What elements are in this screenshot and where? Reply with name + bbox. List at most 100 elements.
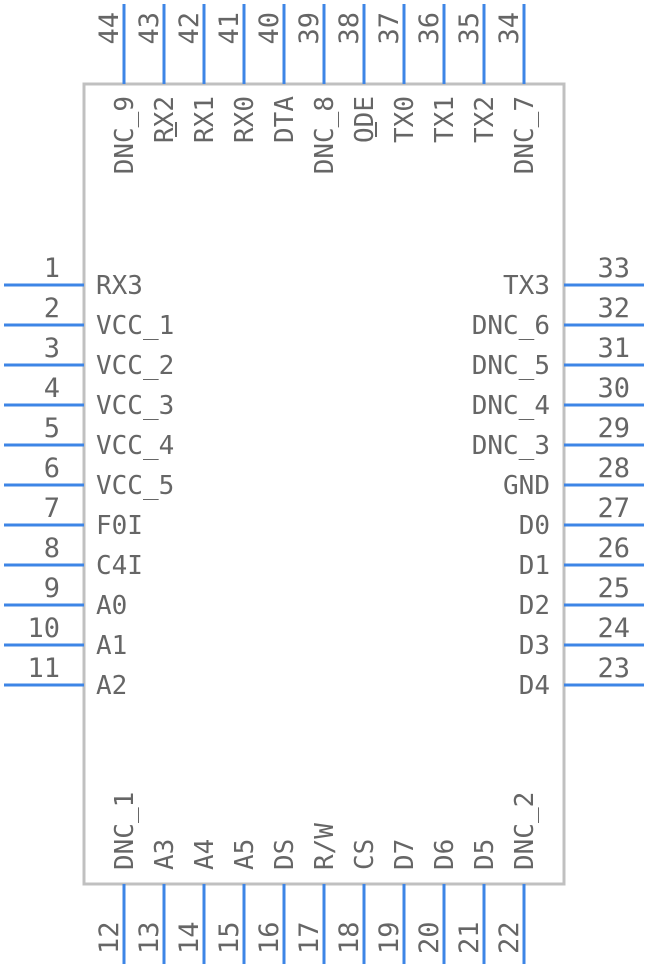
- pin-label-dnc-7: DNC_7: [510, 96, 540, 174]
- pin-number: 16: [254, 921, 285, 954]
- pin-number: 1: [44, 253, 60, 284]
- pin-number: 15: [214, 921, 245, 954]
- pins-layer: 1RX32VCC_13VCC_24VCC_35VCC_46VCC_57F0I8C…: [4, 4, 644, 964]
- pin-label-tx0: TX0: [390, 96, 420, 143]
- pin-number: 6: [44, 453, 60, 484]
- pin-number: 13: [134, 921, 165, 954]
- pin-number: 26: [597, 533, 630, 564]
- pin-label-dnc-3: DNC_3: [472, 431, 550, 461]
- pin-label-vcc-2: VCC_2: [96, 351, 174, 381]
- pin-label-d4: D4: [519, 671, 550, 701]
- pin-number: 11: [27, 653, 60, 684]
- pin-number: 23: [597, 653, 630, 684]
- pin-label-vcc-3: VCC_3: [96, 391, 174, 421]
- pin-label-a2: A2: [96, 671, 127, 701]
- pin-label-dnc-4: DNC_4: [472, 391, 550, 421]
- pin-number: 18: [334, 921, 365, 954]
- pin-number: 43: [134, 12, 165, 45]
- pin-label-dnc-8: DNC_8: [310, 96, 340, 174]
- pin-number: 5: [44, 413, 60, 444]
- pin-label-c4i: C4I: [96, 551, 143, 581]
- pin-17: 17R/W: [294, 823, 340, 964]
- pin-label-a1: A1: [96, 631, 127, 661]
- pin-number: 21: [454, 921, 485, 954]
- pin-number: 35: [454, 12, 485, 45]
- pin-15: 15 A5: [214, 839, 260, 964]
- pin-number: 39: [294, 12, 325, 45]
- pin-number: 40: [254, 12, 285, 45]
- pin-number: 3: [44, 333, 60, 364]
- pin-number: 37: [374, 12, 405, 45]
- pin-label-rx3: RX3: [96, 271, 143, 301]
- pin-number: 8: [44, 533, 60, 564]
- pin-number: 12: [94, 921, 125, 954]
- pin-label-d1: D1: [519, 551, 550, 581]
- pin-number: 24: [597, 613, 630, 644]
- pin-number: 38: [334, 12, 365, 45]
- pin-12: 12 DNC_1: [94, 792, 140, 964]
- pin-number: 31: [597, 333, 630, 364]
- pin-number: 41: [214, 12, 245, 45]
- pin-label-a5: A5: [230, 839, 260, 870]
- pin-number: 25: [597, 573, 630, 604]
- pin-label-d5: D5: [470, 839, 500, 870]
- pin-label-gnd: GND: [503, 471, 550, 501]
- pin-number: 33: [597, 253, 630, 284]
- pin-number: 10: [27, 613, 60, 644]
- pin-number: 29: [597, 413, 630, 444]
- pin-label-a4: A4: [190, 839, 220, 870]
- pin-label-rx1: RX1: [190, 96, 220, 143]
- pin-label-dta: DTA: [270, 96, 300, 143]
- pin-label-ds: DS: [270, 839, 300, 870]
- pin-label-d2: D2: [519, 591, 550, 621]
- pin-number: 4: [44, 373, 60, 404]
- pin-label-f0i: F0I: [96, 511, 143, 541]
- pin-16: 16 DS: [254, 839, 300, 964]
- pin-13: 13 A3: [134, 839, 180, 964]
- pin-label-dnc-9: DNC_9: [110, 96, 140, 174]
- pin-label-tx1: TX1: [430, 96, 460, 143]
- pin-label-tx2: TX2: [470, 96, 500, 143]
- pin-label-vcc-4: VCC_4: [96, 431, 174, 461]
- pin-number: 44: [94, 12, 125, 45]
- pin-label-a3: A3: [150, 839, 180, 870]
- pin-label-dnc-1: DNC_1: [110, 792, 140, 870]
- pin-label-dnc-5: DNC_5: [472, 351, 550, 381]
- pin-number: 7: [44, 493, 60, 524]
- pin-9: 9A0: [4, 573, 127, 621]
- pin-number: 19: [374, 921, 405, 954]
- pin-label-tx3: TX3: [503, 271, 550, 301]
- pin-number: 27: [597, 493, 630, 524]
